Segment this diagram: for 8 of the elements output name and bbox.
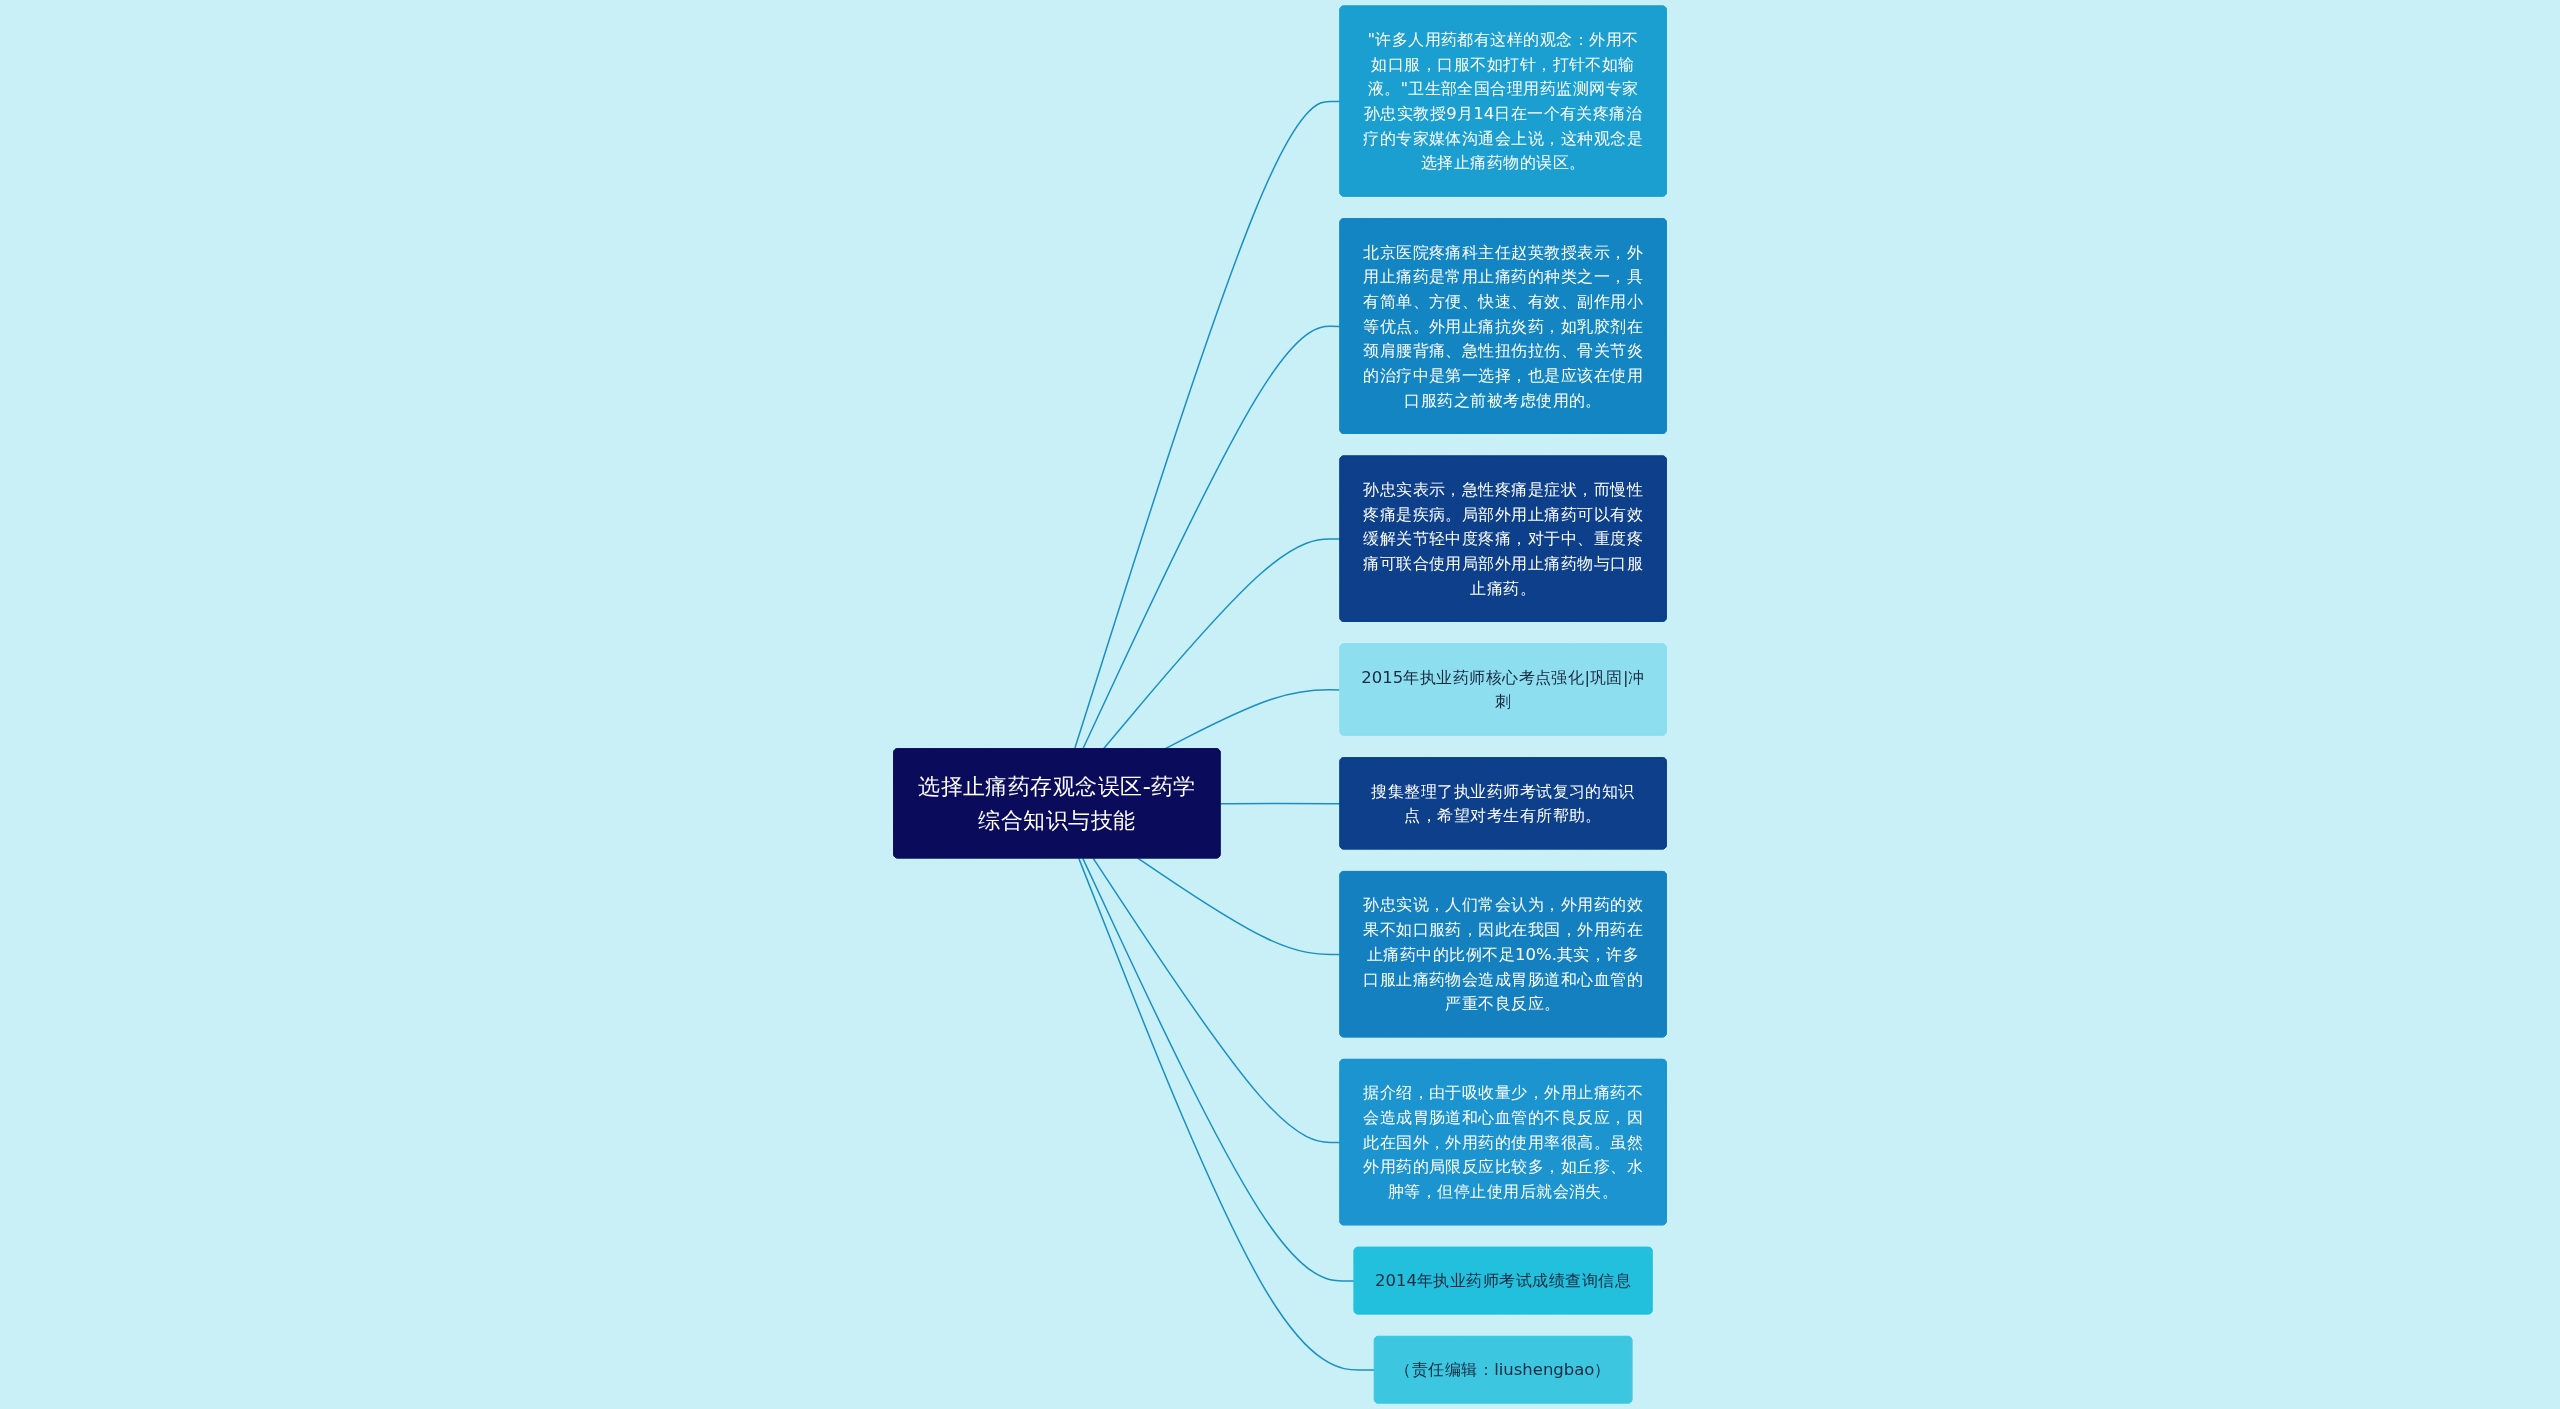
connector — [1137, 857, 1341, 956]
connector — [1092, 857, 1341, 1144]
connector — [1078, 857, 1376, 1371]
connector — [1102, 538, 1341, 750]
connector — [1219, 802, 1341, 805]
connector — [1082, 325, 1341, 750]
connector — [1082, 857, 1356, 1282]
connector — [1073, 100, 1341, 750]
